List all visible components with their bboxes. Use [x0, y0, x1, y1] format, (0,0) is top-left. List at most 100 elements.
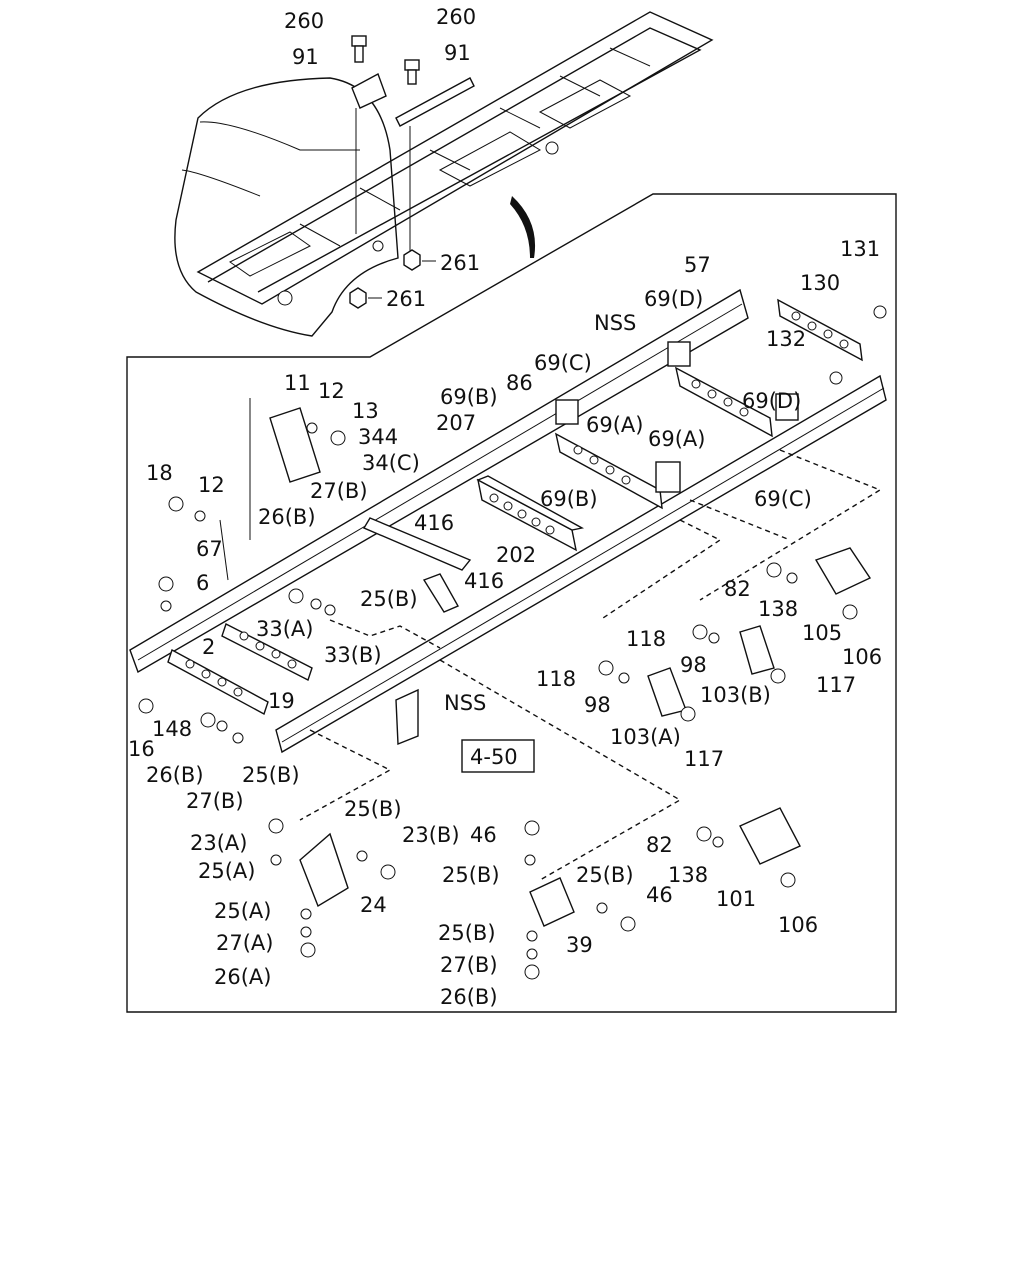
label-27b: 27(B) — [310, 479, 368, 503]
label-416: 416 — [414, 511, 454, 535]
label-25b: 25(B) — [576, 863, 634, 887]
label-25b: 25(B) — [344, 797, 402, 821]
label-344: 344 — [358, 425, 398, 449]
fasteners — [138, 305, 887, 980]
label-260: 260 — [284, 9, 324, 33]
label-13: 13 — [352, 399, 379, 423]
label-nss: NSS — [594, 311, 636, 335]
bracket-416 — [422, 573, 459, 613]
crossmember-19 — [221, 623, 313, 681]
label-69d: 69(D) — [644, 287, 703, 311]
label-103b: 103(B) — [700, 683, 771, 707]
nut-261-a — [403, 249, 421, 271]
hanger-103b — [739, 625, 775, 675]
label-6: 6 — [196, 571, 209, 595]
label-26b: 26(B) — [146, 763, 204, 787]
label-261: 261 — [386, 287, 426, 311]
label-25b: 25(B) — [360, 587, 418, 611]
label-131: 131 — [840, 237, 880, 261]
label-27b: 27(B) — [186, 789, 244, 813]
label-148: 148 — [152, 717, 192, 741]
label-46: 46 — [646, 883, 673, 907]
label-132: 132 — [766, 327, 806, 351]
label-24: 24 — [360, 893, 387, 917]
label-138: 138 — [758, 597, 798, 621]
label-11: 11 — [284, 371, 311, 395]
label-27b: 27(B) — [440, 953, 498, 977]
label-130: 130 — [800, 271, 840, 295]
label-138: 138 — [668, 863, 708, 887]
nut-261-b — [349, 287, 367, 309]
reference-box: 4-50 — [461, 739, 535, 773]
label-26b: 26(B) — [258, 505, 316, 529]
bracket-nss — [395, 688, 419, 746]
cab-chassis-overview — [174, 11, 714, 337]
label-98: 98 — [584, 693, 611, 717]
crossmember-130 — [777, 298, 863, 362]
label-27a: 27(A) — [216, 931, 273, 955]
label-25b: 25(B) — [242, 763, 300, 787]
crossmember-57 — [674, 366, 773, 438]
label-105: 105 — [802, 621, 842, 645]
label-91: 91 — [292, 45, 319, 69]
crossmember-344 — [476, 475, 585, 552]
label-98: 98 — [680, 653, 707, 677]
label-106: 106 — [842, 645, 882, 669]
bracket-91-a — [351, 72, 387, 109]
bracket-11 — [269, 407, 321, 483]
label-26a: 26(A) — [214, 965, 271, 989]
label-57: 57 — [684, 253, 711, 277]
frame-rail-left — [129, 288, 749, 674]
hanger-101 — [739, 807, 801, 865]
label-nss: NSS — [444, 691, 486, 715]
label-69a: 69(A) — [648, 427, 705, 451]
label-12: 12 — [318, 379, 345, 403]
label-207: 207 — [436, 411, 476, 435]
label-23a: 23(A) — [190, 831, 247, 855]
label-69c: 69(C) — [754, 487, 812, 511]
label-33b: 33(B) — [324, 643, 382, 667]
reference-box-label: 4-50 — [470, 745, 518, 769]
label-118: 118 — [536, 667, 576, 691]
label-2: 2 — [202, 635, 215, 659]
hanger-24 — [299, 832, 349, 908]
label-23b: 23(B) — [402, 823, 460, 847]
label-82: 82 — [646, 833, 673, 857]
bracket-91-b — [395, 77, 475, 127]
label-25a: 25(A) — [198, 859, 255, 883]
label-82: 82 — [724, 577, 751, 601]
label-261: 261 — [440, 251, 480, 275]
bracket-69 — [555, 341, 799, 493]
label-34c: 34(C) — [362, 451, 420, 475]
fastener-260-a — [351, 35, 367, 63]
label-25a: 25(A) — [214, 899, 271, 923]
label-69c: 69(C) — [534, 351, 592, 375]
label-117: 117 — [816, 673, 856, 697]
detail-frame — [126, 193, 897, 1013]
fastener-260-b — [404, 59, 420, 85]
frame-rail-right — [275, 374, 887, 754]
label-33a: 33(A) — [256, 617, 313, 641]
label-416: 416 — [464, 569, 504, 593]
label-260: 260 — [436, 5, 476, 29]
label-117: 117 — [684, 747, 724, 771]
label-118: 118 — [626, 627, 666, 651]
label-46: 46 — [470, 823, 497, 847]
label-26b: 26(B) — [440, 985, 498, 1009]
label-103a: 103(A) — [610, 725, 681, 749]
hanger-105 — [814, 547, 872, 595]
label-202: 202 — [496, 543, 536, 567]
label-69b: 69(B) — [440, 385, 498, 409]
label-91: 91 — [444, 41, 471, 65]
label-69b: 69(B) — [540, 487, 598, 511]
label-18: 18 — [146, 461, 173, 485]
hanger-39 — [529, 877, 575, 927]
label-69a: 69(A) — [586, 413, 643, 437]
callout-labels: 260 260 91 91 261 261 131 57 130 69(D) N… — [128, 5, 882, 1009]
label-39: 39 — [566, 933, 593, 957]
label-67: 67 — [196, 537, 223, 561]
label-25b: 25(B) — [438, 921, 496, 945]
label-101: 101 — [716, 887, 756, 911]
leader-lines — [219, 398, 882, 881]
